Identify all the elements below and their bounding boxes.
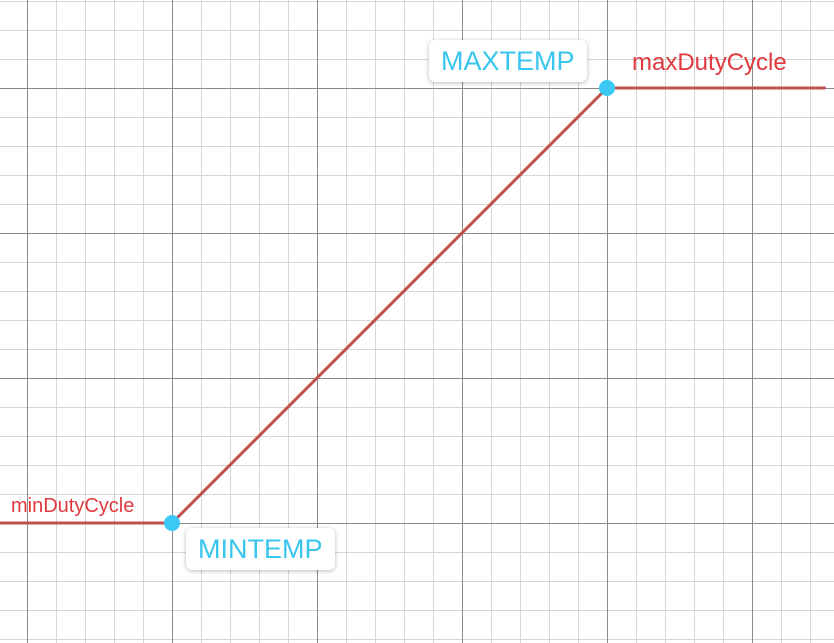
max-duty-cycle-label: maxDutyCycle bbox=[632, 49, 787, 76]
min-duty-cycle-label: minDutyCycle bbox=[11, 495, 134, 517]
maxtemp-point-label: MAXTEMP bbox=[429, 40, 587, 82]
maxtemp-point[interactable] bbox=[599, 80, 615, 96]
mintemp-point-label: MINTEMP bbox=[186, 528, 335, 570]
duty-cycle-curve bbox=[0, 86, 826, 525]
mintemp-point[interactable] bbox=[164, 515, 180, 531]
